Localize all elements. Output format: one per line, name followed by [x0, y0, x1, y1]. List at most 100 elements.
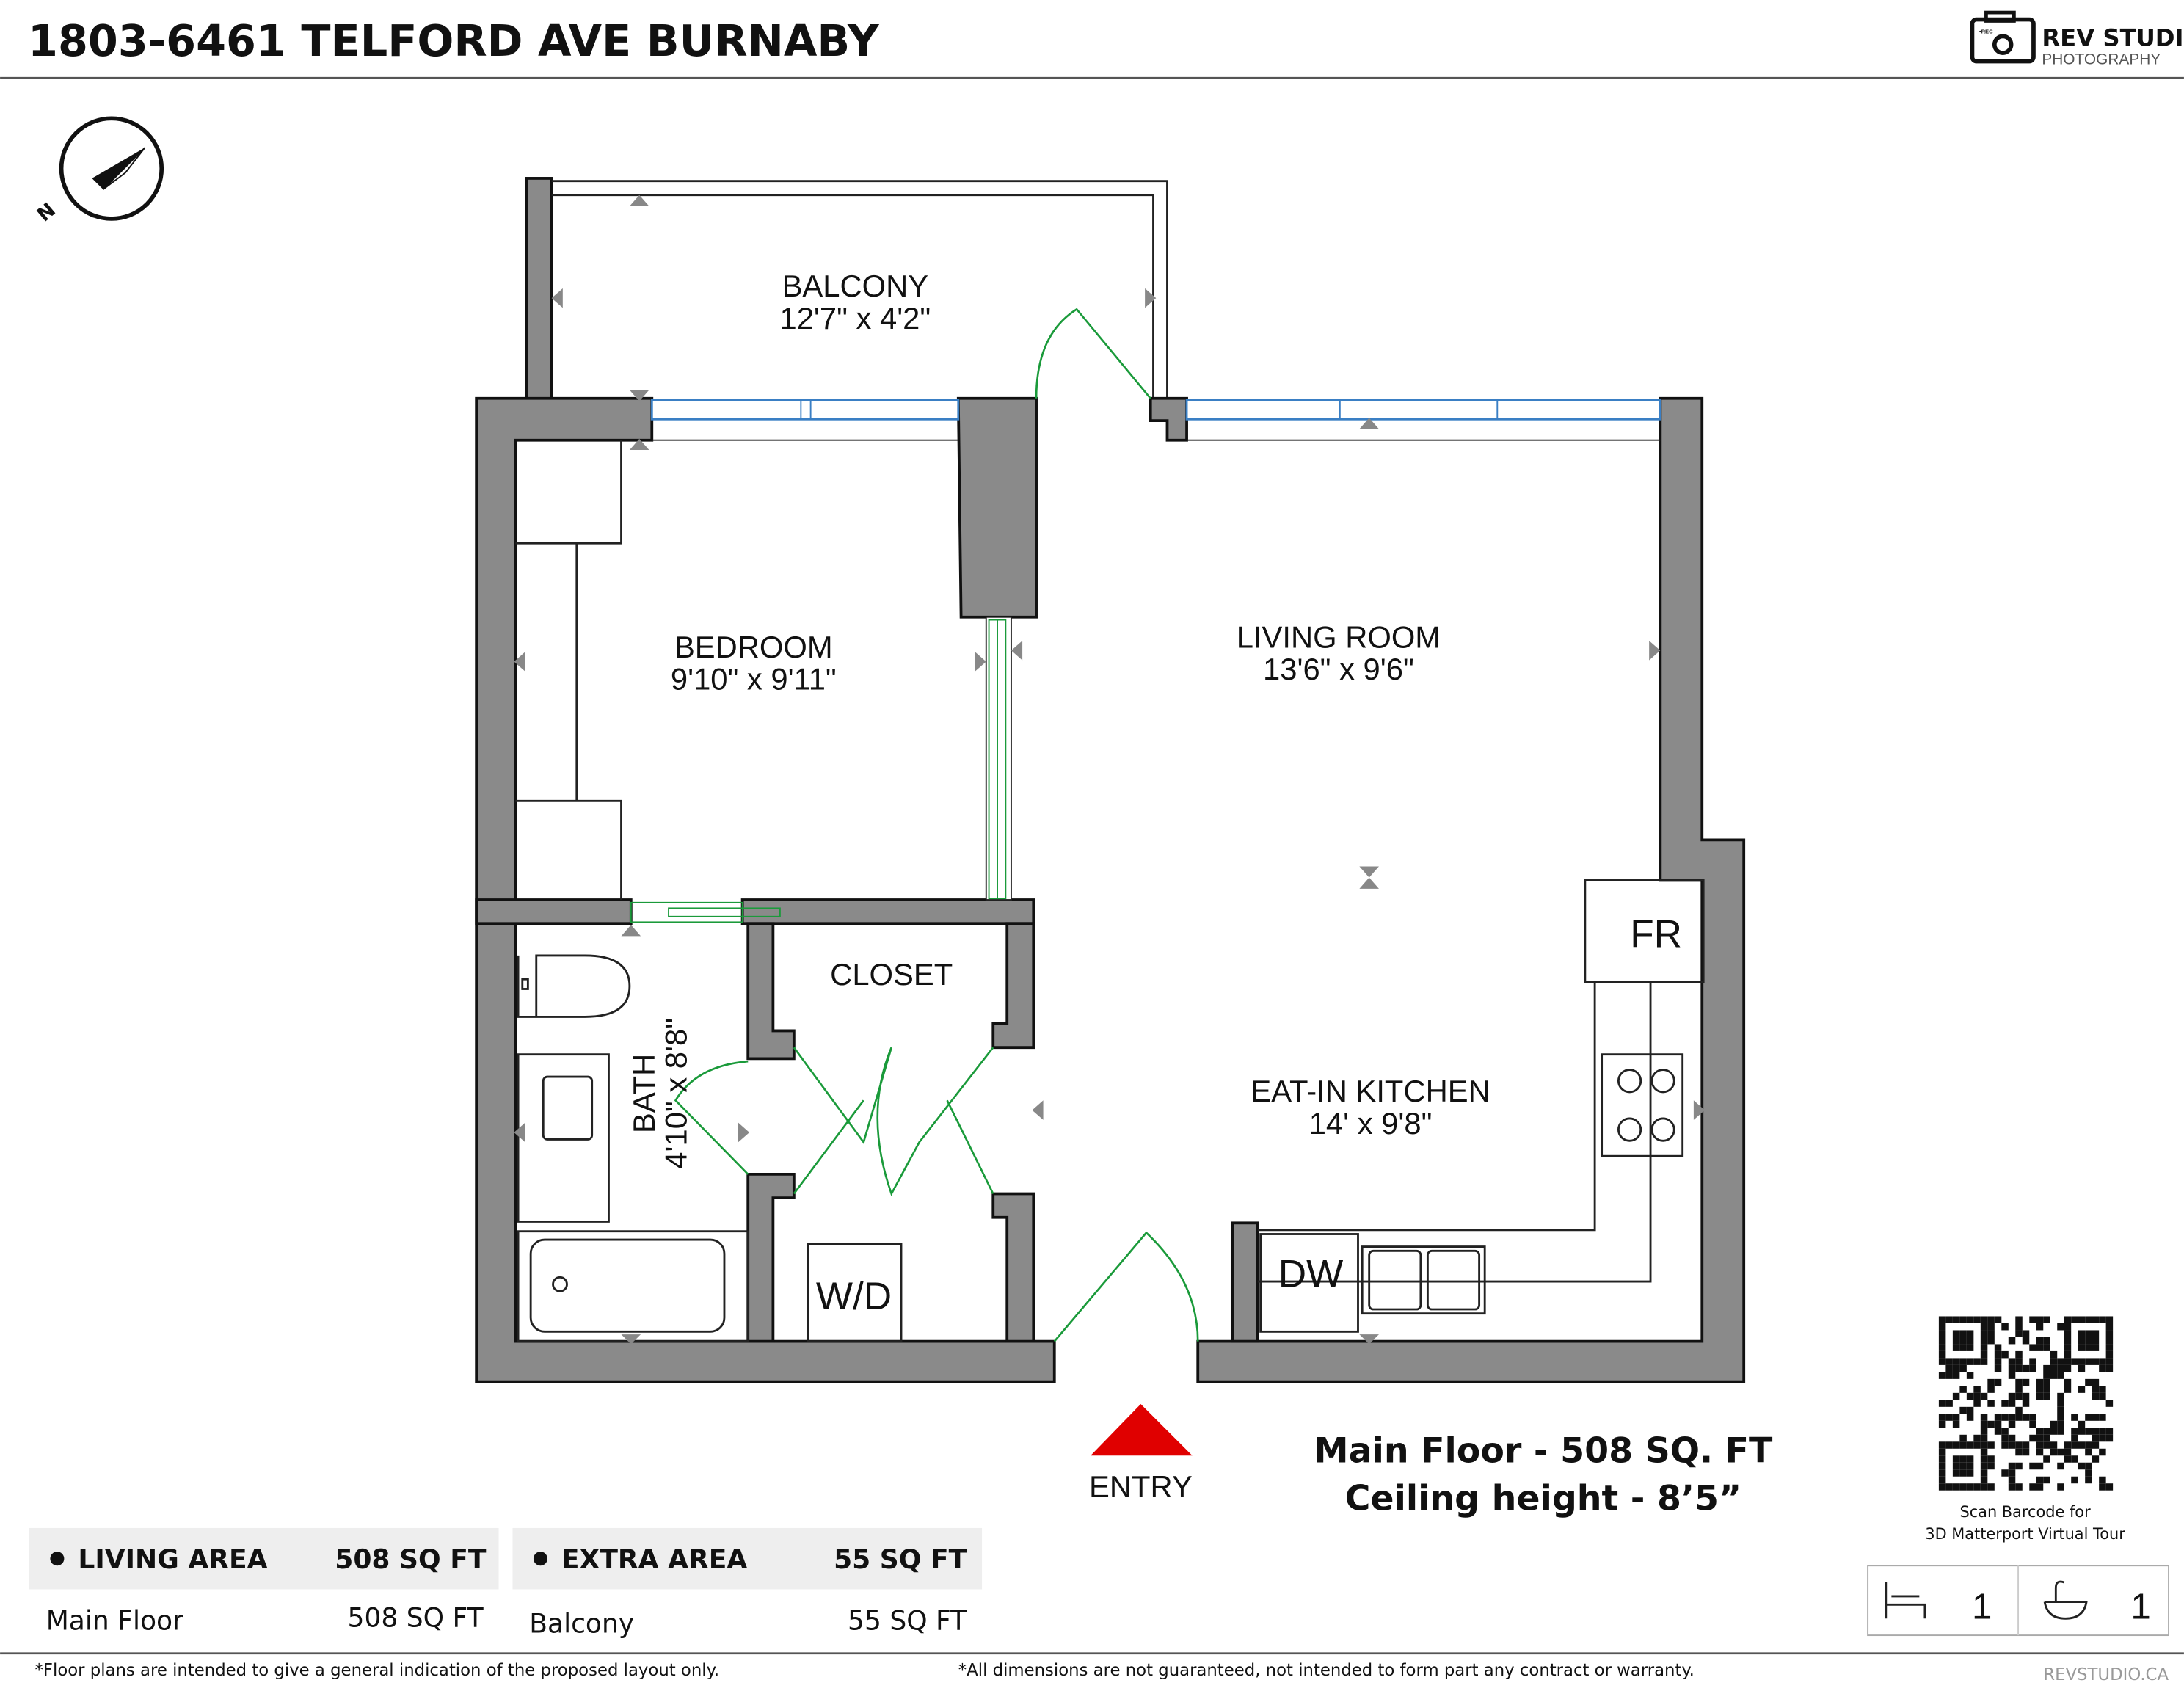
qr-module	[2085, 1469, 2092, 1477]
qr-module	[1987, 1386, 1995, 1393]
qr-module	[2015, 1316, 2023, 1323]
qr-module	[2071, 1316, 2078, 1323]
qr-module	[1980, 1469, 1988, 1477]
qr-module	[2043, 1344, 2050, 1351]
qr-module	[2071, 1441, 2078, 1449]
disclaimer-dimensions: *All dimensions are not guaranteed, not …	[958, 1661, 1695, 1680]
qr-module	[1980, 1337, 1988, 1345]
qr-module	[1938, 1420, 1946, 1428]
qr-module	[1938, 1441, 1946, 1449]
qr-module	[2029, 1420, 2036, 1428]
qr-module	[2050, 1358, 2058, 1365]
svg-text:508 SQ FT: 508 SQ FT	[348, 1603, 484, 1634]
qr-module	[1966, 1406, 1974, 1414]
qr-module	[1945, 1441, 1953, 1449]
svg-text:EXTRA AREA: EXTRA AREA	[561, 1544, 747, 1575]
living-area-table: LIVING AREA 508 SQ FT Main Floor 508 SQ …	[29, 1527, 499, 1636]
qr-module	[2036, 1337, 2044, 1345]
qr-module	[2022, 1330, 2030, 1337]
qr-module	[2057, 1372, 2064, 1379]
qr-module	[2029, 1414, 2036, 1421]
qr-module	[2085, 1378, 2092, 1386]
qr-module	[1959, 1316, 1967, 1323]
qr-module	[2105, 1434, 2114, 1442]
qr-module	[2085, 1358, 2092, 1365]
qr-module	[2057, 1323, 2064, 1331]
qr-module	[1980, 1483, 1988, 1491]
qr-module	[2050, 1350, 2058, 1359]
qr-module	[1987, 1316, 1995, 1323]
qr-module	[2105, 1483, 2114, 1491]
qr-module	[1994, 1414, 2002, 1421]
qr-module	[1952, 1392, 1960, 1400]
qr-module	[2064, 1337, 2072, 1345]
qr-module	[1973, 1434, 1981, 1442]
qr-module	[2064, 1441, 2072, 1449]
disclaimer-layout: *Floor plans are intended to give a gene…	[35, 1661, 720, 1680]
qr-module	[2022, 1441, 2030, 1449]
qr-module	[1973, 1441, 1981, 1449]
qr-module	[1938, 1337, 1946, 1345]
qr-module	[2036, 1428, 2044, 1435]
qr-module	[2092, 1337, 2100, 1345]
qr-module	[2015, 1364, 2023, 1372]
qr-module	[1966, 1316, 1974, 1323]
qr-module	[1959, 1434, 1967, 1442]
qr-module	[2015, 1441, 2023, 1449]
site-link[interactable]: REVSTUDIO.CA	[2043, 1665, 2169, 1684]
qr-module	[2092, 1358, 2100, 1365]
qr-module	[2105, 1337, 2114, 1345]
qr-module	[2050, 1448, 2058, 1456]
qr-module	[2085, 1344, 2092, 1351]
qr-module	[2099, 1316, 2106, 1323]
qr-module	[2036, 1476, 2044, 1484]
qr-module	[1952, 1316, 1960, 1323]
qr-module	[1994, 1378, 2002, 1386]
qr-module	[1938, 1455, 1946, 1463]
qr-module	[1994, 1350, 2002, 1359]
qr-module	[2036, 1316, 2044, 1323]
room-dim-living: 13'6" x 9'6"	[1263, 652, 1414, 686]
qr-module	[1966, 1462, 1974, 1470]
qr-module	[1966, 1483, 1974, 1491]
qr-module	[2092, 1392, 2100, 1400]
qr-module	[2008, 1358, 2016, 1365]
qr-module	[1938, 1476, 1946, 1484]
qr-module	[1959, 1441, 1967, 1449]
qr-module	[2057, 1364, 2064, 1372]
qr-module	[1952, 1364, 1960, 1372]
qr-module	[2078, 1330, 2086, 1337]
qr-module	[2071, 1476, 2078, 1484]
qr-module	[2092, 1441, 2100, 1449]
qr-module	[2036, 1441, 2044, 1449]
qr-module	[2008, 1469, 2016, 1477]
qr-module	[2043, 1337, 2050, 1345]
qr-module	[1952, 1344, 1960, 1351]
qr-code[interactable]	[1938, 1316, 2114, 1491]
qr-module	[2105, 1344, 2114, 1351]
qr-module	[1987, 1400, 1995, 1407]
entry-arrow-icon	[1091, 1404, 1193, 1456]
qr-module	[1980, 1455, 1988, 1463]
qr-module	[2043, 1428, 2050, 1435]
qr-module	[2029, 1344, 2036, 1351]
qr-module	[2043, 1476, 2050, 1484]
qr-module	[2092, 1414, 2100, 1421]
qr-module	[2022, 1392, 2030, 1400]
qr-module	[2064, 1364, 2072, 1372]
qr-module	[2064, 1316, 2072, 1323]
room-dim-bedroom: 9'10" x 9'11"	[671, 661, 837, 696]
qr-module	[2008, 1483, 2016, 1491]
qr-module	[2015, 1386, 2023, 1393]
qr-module	[1938, 1350, 1946, 1359]
qr-module	[2029, 1364, 2036, 1372]
qr-module	[2085, 1448, 2092, 1456]
qr-module	[2092, 1316, 2100, 1323]
qr-module	[2008, 1434, 2016, 1442]
qr-module	[1987, 1330, 1995, 1337]
qr-module	[2078, 1364, 2086, 1372]
qr-module	[1987, 1483, 1995, 1491]
entry-label: ENTRY	[1089, 1469, 1193, 1504]
qr-module	[1973, 1316, 1981, 1323]
qr-module	[1994, 1420, 2002, 1428]
